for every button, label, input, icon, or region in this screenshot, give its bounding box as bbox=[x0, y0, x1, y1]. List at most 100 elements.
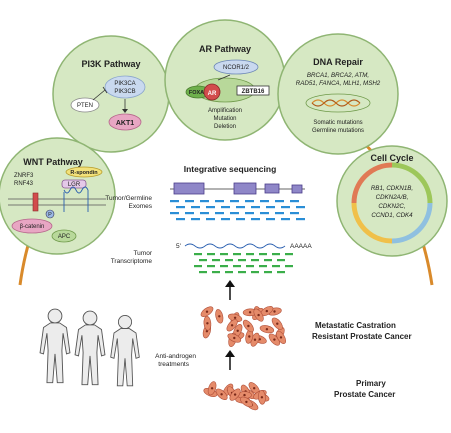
mcrpc-cell-nucleus bbox=[247, 324, 250, 328]
exome-read bbox=[266, 206, 275, 209]
exome-read bbox=[170, 212, 179, 215]
lgr-receptor bbox=[63, 186, 89, 212]
pi3k-title: PI3K Pathway bbox=[81, 59, 140, 69]
exome-read bbox=[206, 206, 215, 209]
ar-pathway-panel: AR Pathway NCOR1/2 FOXA1 AR ZBTB16 Ampli… bbox=[164, 19, 286, 141]
person-body bbox=[110, 328, 140, 387]
mcrpc-cell-nucleus bbox=[253, 338, 257, 341]
exome-read bbox=[296, 206, 305, 209]
phospho-circle bbox=[45, 209, 55, 219]
cycle-arc-orange bbox=[351, 162, 393, 204]
exome-read bbox=[185, 200, 194, 203]
transcriptome-read bbox=[259, 265, 267, 268]
exome-read bbox=[266, 218, 275, 221]
exome-read bbox=[185, 212, 194, 215]
mcrpc-cell-nucleus bbox=[273, 338, 276, 341]
transcriptome-read bbox=[207, 253, 215, 256]
cell-genes-line2: CDKN2A/B, bbox=[376, 194, 409, 201]
exome-read bbox=[176, 206, 185, 209]
transcriptome-read bbox=[251, 271, 259, 274]
pik3ca-label: PIK3CA bbox=[114, 81, 135, 87]
ncor-label: NCOR1/2 bbox=[223, 65, 250, 71]
ncor-oval bbox=[213, 59, 259, 75]
exome-read bbox=[245, 212, 254, 215]
mcrpc-cell-nucleus bbox=[276, 322, 279, 325]
transcriptome-read bbox=[220, 253, 228, 256]
cycle-arc-blue bbox=[391, 202, 433, 244]
ar-alt-mutation: Mutation bbox=[213, 116, 236, 122]
transcriptome-read bbox=[264, 259, 272, 262]
mcrpc-cell-nucleus bbox=[248, 335, 251, 338]
exome-reads bbox=[170, 200, 305, 221]
akt1-oval bbox=[108, 113, 142, 131]
anti-androgen-line1: Anti-androgen bbox=[155, 353, 196, 360]
mcrpc-cell-nucleus bbox=[279, 336, 283, 339]
mcrpc-cell-nucleus bbox=[273, 310, 276, 313]
exome-read bbox=[275, 212, 284, 215]
transcriptome-read bbox=[199, 271, 207, 274]
exome-read bbox=[206, 218, 215, 221]
cell-cycle-title: Cell Cycle bbox=[370, 153, 413, 163]
phospho-label: P bbox=[48, 212, 52, 218]
transcriptome-read bbox=[264, 271, 272, 274]
ar-label: AR bbox=[208, 91, 217, 97]
ar-title: AR Pathway bbox=[199, 44, 251, 54]
person-head bbox=[82, 310, 98, 326]
mcrpc-cell-nucleus bbox=[236, 329, 239, 332]
primary-cell-nucleus bbox=[245, 400, 248, 404]
transcriptome-read bbox=[277, 271, 285, 274]
pten-oval bbox=[70, 97, 100, 113]
transcriptome-read bbox=[212, 259, 220, 262]
primary-label-line1: Primary bbox=[356, 379, 386, 388]
exome-read bbox=[200, 212, 209, 215]
mcrpc-cell-nucleus bbox=[265, 328, 269, 331]
exome-read bbox=[290, 212, 299, 215]
exome-read bbox=[230, 200, 239, 203]
zbtb16-label: ZBTB16 bbox=[242, 89, 265, 95]
exome-read bbox=[260, 200, 269, 203]
mcrpc-cell-nucleus bbox=[205, 310, 209, 313]
mcrpc-cell-nucleus bbox=[233, 336, 236, 340]
znrf3-receptor bbox=[32, 192, 39, 212]
exome-read bbox=[221, 218, 230, 221]
mcrpc-cell-nucleus bbox=[233, 316, 237, 319]
person-silhouette bbox=[39, 308, 71, 384]
exome-read bbox=[176, 218, 185, 221]
exome-read bbox=[251, 218, 260, 221]
pten-inhibit-line bbox=[92, 89, 106, 101]
transcriptome-read bbox=[233, 265, 241, 268]
transcriptome-label-line2: Transcriptome bbox=[111, 258, 153, 265]
exome-read bbox=[281, 206, 290, 209]
primary-cell-nucleus bbox=[243, 393, 246, 397]
lgr-label: LGR bbox=[68, 182, 81, 188]
exome-read bbox=[275, 200, 284, 203]
transcriptome-read bbox=[194, 253, 202, 256]
transcriptome-read bbox=[199, 259, 207, 262]
dna-genes-line2: RAD51, FANCA, MLH1, MSH2 bbox=[296, 80, 381, 87]
five-prime-label: 5' bbox=[176, 243, 181, 250]
cell-genes-line4: CCND1, CDK4 bbox=[371, 212, 413, 219]
exome-read bbox=[290, 200, 299, 203]
apc-oval bbox=[51, 229, 77, 243]
gene-model bbox=[170, 182, 305, 195]
cell-cycle-panel: Cell Cycle RB1, CDKN1B, CDKN2A/B, CDKN2C… bbox=[336, 145, 448, 257]
transcriptome-reads bbox=[194, 253, 293, 274]
patient-silhouettes bbox=[39, 308, 140, 387]
transcriptome-read bbox=[272, 265, 280, 268]
zbtb16-box bbox=[236, 85, 270, 96]
exome-read bbox=[230, 212, 239, 215]
mcrpc-cell-nucleus bbox=[265, 309, 268, 313]
transcriptome-read bbox=[285, 265, 293, 268]
exome-read bbox=[251, 206, 260, 209]
mcrpc-cell-nucleus bbox=[218, 315, 221, 318]
akt1-label: AKT1 bbox=[116, 120, 134, 127]
exome-read bbox=[191, 218, 200, 221]
transcriptome-read bbox=[238, 271, 246, 274]
dna-helix-strand2 bbox=[311, 99, 361, 107]
transcriptome-read bbox=[272, 253, 280, 256]
transcriptome-read bbox=[285, 253, 293, 256]
exome-read bbox=[236, 218, 245, 221]
person-silhouette bbox=[74, 310, 106, 386]
transcriptome-read bbox=[194, 265, 202, 268]
foxa1-label: FOXA1 bbox=[189, 90, 207, 96]
